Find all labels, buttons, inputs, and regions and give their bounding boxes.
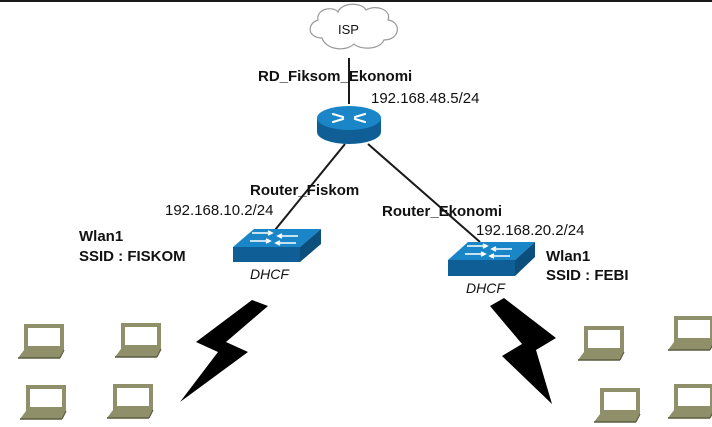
link-core-fiskom [274, 143, 346, 231]
switch-fiskom-icon [233, 229, 321, 262]
cloud-icon [309, 3, 398, 50]
router-fiskom-ip: 192.168.10.2/24 [165, 202, 274, 219]
router-ekonomi-ip: 192.168.20.2/24 [476, 222, 585, 239]
switch-ekonomi-icon [448, 242, 535, 276]
dhcp-left-label: DHCF [250, 266, 289, 282]
core-router-ip: 192.168.48.5/24 [371, 90, 480, 107]
top-border [0, 0, 712, 2]
core-router-name: RD_Fiksom_Ekonomi [258, 68, 413, 85]
wireless-bolt-left [180, 300, 268, 402]
isp-label: ISP [338, 22, 359, 37]
laptop-icon-right-1 [577, 325, 625, 361]
laptop-icon-right-3 [593, 387, 641, 423]
laptop-icon-left-3 [19, 384, 67, 420]
wlan-right-ssid: SSID : FEBI [546, 267, 629, 284]
laptop-icon-left-2 [114, 322, 162, 358]
laptop-icon-right-2 [667, 315, 712, 351]
laptop-icon-left-1 [17, 323, 65, 359]
wlan-left-ssid: SSID : FISKOM [79, 248, 186, 265]
core-router-icon [317, 106, 381, 144]
router-ekonomi-name: Router_Ekonomi [382, 203, 503, 220]
laptop-icon-right-4 [667, 383, 712, 419]
link-core-ekonomi [367, 143, 481, 243]
router-fiskom-name: Router_Fiskom [250, 182, 360, 199]
wlan-left-name: Wlan1 [79, 228, 124, 245]
wlan-right-name: Wlan1 [546, 248, 591, 265]
wireless-bolt-right [490, 298, 556, 404]
dhcp-right-label: DHCF [466, 280, 505, 296]
laptop-icon-left-4 [106, 383, 154, 419]
